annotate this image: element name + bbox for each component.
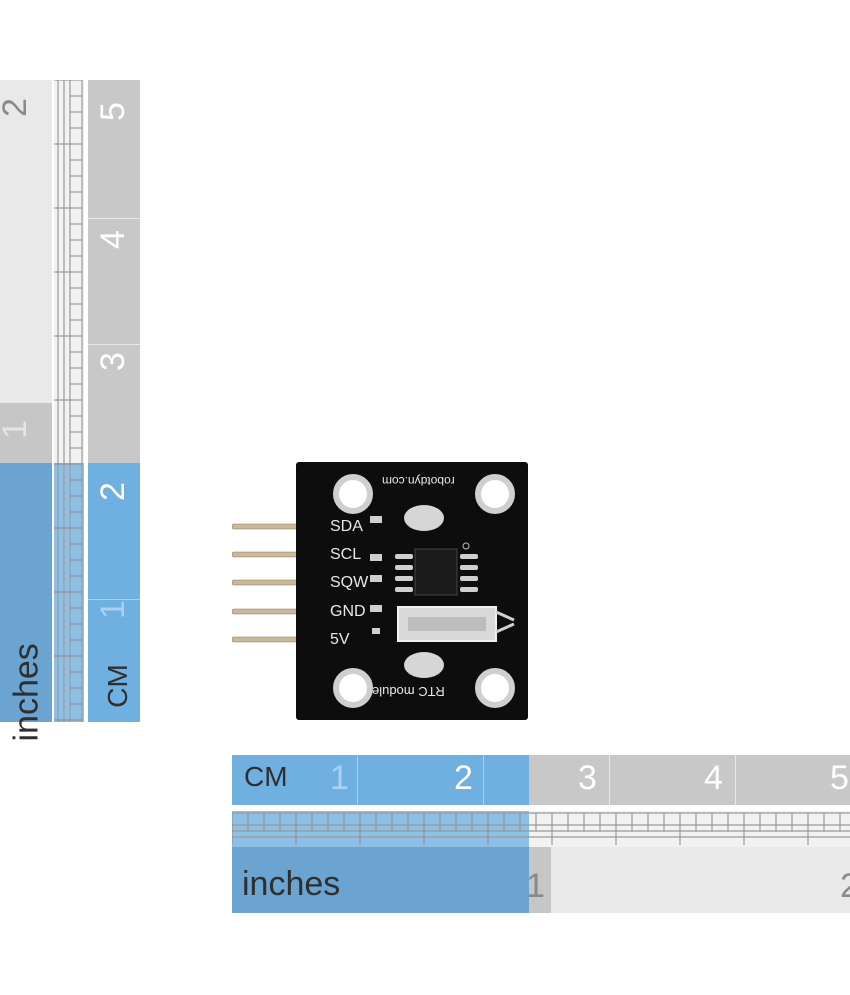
inch-scale-blue xyxy=(0,463,52,722)
v-inch-mark-2: 2 xyxy=(0,98,35,117)
pin-label-sda: SDA xyxy=(330,518,363,535)
pin-label-5v: 5V xyxy=(330,631,350,648)
v-inches-label-box: inches xyxy=(4,643,52,741)
h-inch-scale-grey xyxy=(551,847,850,913)
cm-scale-blue xyxy=(88,463,140,722)
horizontal-tick-strip xyxy=(232,811,850,847)
v-cm-mark-2: 2 xyxy=(93,482,132,501)
v-cm-divider xyxy=(88,599,140,600)
h-cm-divider xyxy=(357,755,358,805)
h-cm-mark-4: 4 xyxy=(704,759,723,797)
v-cm-mark-4: 4 xyxy=(93,230,132,249)
h-cm-mark-1: 1 xyxy=(330,759,349,797)
vertical-ruler: inches 2 1 CM 1 2 3 4 5 xyxy=(0,80,140,742)
v-inches-label: inches xyxy=(7,643,46,742)
h-cm-divider xyxy=(609,755,610,805)
h-cm-scale-blue xyxy=(232,755,529,805)
h-cm-mark-2: 2 xyxy=(454,759,473,797)
horizontal-ruler: CM 1 2 3 4 5 inches 1 2 xyxy=(232,755,850,913)
rtc-module-drawing xyxy=(232,462,528,720)
pin-label-sqw: SQW xyxy=(330,574,369,591)
h-inch-mark-1: 1 xyxy=(526,867,545,905)
v-cm-mark-5: 5 xyxy=(93,102,132,121)
pcb-bottom-text: RTC module xyxy=(372,684,445,699)
h-inch-scale-blue xyxy=(232,847,529,913)
rtc-module: robotdyn.com RTC module SDA SCL SQW GND … xyxy=(232,462,528,722)
h-cm-divider xyxy=(735,755,736,805)
v-cm-mark-1: 1 xyxy=(93,600,132,619)
h-cm-scale-grey xyxy=(529,755,850,805)
vertical-tick-strip xyxy=(54,80,84,722)
inch-scale-grey xyxy=(0,80,52,463)
v-cm-divider xyxy=(88,218,140,219)
cm-scale-grey xyxy=(88,80,140,463)
pcb-top-text: robotdyn.com xyxy=(382,474,455,488)
v-cm-divider xyxy=(88,344,140,345)
v-cm-label: CM xyxy=(101,664,133,708)
h-cm-mark-5: 5 xyxy=(830,759,849,797)
h-cm-label: CM xyxy=(244,761,288,792)
v-cm-mark-3: 3 xyxy=(93,352,132,371)
h-cm-mark-3: 3 xyxy=(578,759,597,797)
inch-scale-mark-zone xyxy=(0,403,52,463)
v-inch-mark-1: 1 xyxy=(0,420,35,439)
h-cm-divider xyxy=(483,755,484,805)
h-inches-label: inches xyxy=(242,865,341,903)
h-inch-scale-mark-zone xyxy=(529,847,551,913)
h-inch-mark-2: 2 xyxy=(840,867,850,905)
pin-label-gnd: GND xyxy=(330,603,366,620)
pin-label-scl: SCL xyxy=(330,546,362,563)
